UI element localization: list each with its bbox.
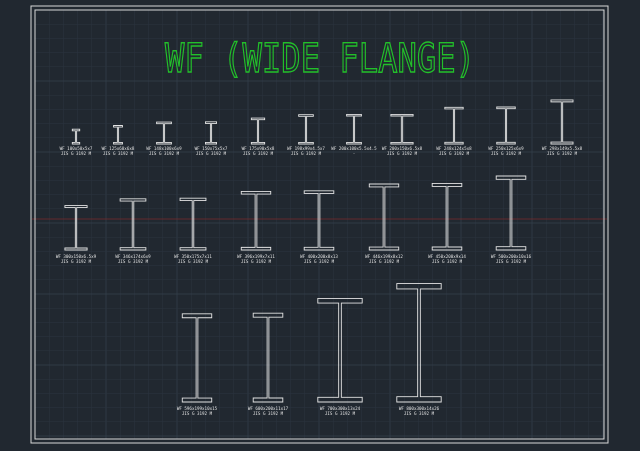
standard-label: JIS G 3192 M bbox=[432, 259, 463, 264]
standard-label: JIS G 3192 M bbox=[61, 259, 92, 264]
standard-label: JIS G 3192 M bbox=[196, 151, 227, 156]
standard-label: JIS G 3192 M bbox=[149, 151, 180, 156]
section-label: WF 700x300x13x24 bbox=[320, 406, 361, 411]
standard-label: JIS G 3192 M bbox=[491, 151, 522, 156]
i-beam-profile bbox=[64, 205, 88, 251]
inner-frame bbox=[34, 9, 605, 440]
i-beam-profile bbox=[303, 190, 335, 251]
standard-label: JIS G 3192 M bbox=[404, 411, 435, 416]
i-beam-profile bbox=[431, 182, 463, 251]
standard-label: JIS G 3192 M bbox=[61, 151, 92, 156]
i-beam-profile bbox=[71, 128, 81, 145]
section-label: WF 450x200x9x14 bbox=[428, 254, 466, 259]
section-label: WF 148x100x6x9 bbox=[146, 146, 182, 151]
section-label: WF 350x175x7x11 bbox=[174, 254, 212, 259]
standard-label: JIS G 3192 M bbox=[178, 259, 209, 264]
i-beam-profile bbox=[396, 283, 442, 403]
section-label: WF 248x124x5x8 bbox=[436, 146, 472, 151]
standard-label: JIS G 3192 M bbox=[241, 259, 272, 264]
section-label: WF 250x125x6x9 bbox=[488, 146, 524, 151]
standard-label: JIS G 3192 M bbox=[496, 259, 527, 264]
section-label: WF 198x99x4.5x7 bbox=[287, 146, 325, 151]
i-beam-profile bbox=[298, 114, 314, 145]
standard-label: JIS G 3192 M bbox=[118, 259, 149, 264]
i-beam-profile bbox=[113, 125, 123, 145]
background-grid bbox=[34, 9, 604, 439]
wf-section[interactable]: WF 200x100x5.5x4.5- bbox=[331, 113, 377, 156]
i-beam-profile bbox=[240, 190, 272, 251]
section-label: WF 600x200x11x17 bbox=[248, 406, 289, 411]
standard-label: JIS G 3192 M bbox=[369, 259, 400, 264]
i-beam-profile bbox=[252, 312, 284, 403]
section-label: WF 150x75x5x7 bbox=[195, 146, 228, 151]
section-label: WF 446x199x8x12 bbox=[365, 254, 403, 259]
section-label: WF 800x300x14x26 bbox=[399, 406, 440, 411]
i-beam-profile bbox=[390, 113, 414, 145]
section-label: WF 100x50x5x7 bbox=[60, 146, 93, 151]
i-beam-profile bbox=[550, 99, 574, 145]
i-beam-profile bbox=[205, 121, 217, 145]
standard-label: JIS G 3192 M bbox=[547, 151, 578, 156]
i-beam-profile bbox=[156, 121, 172, 145]
standard-label: JIS G 3192 M bbox=[304, 259, 335, 264]
i-beam-profile bbox=[495, 175, 527, 251]
i-beam-profile bbox=[119, 198, 147, 251]
outer-frame bbox=[30, 5, 609, 444]
standard-label: JIS G 3192 M bbox=[253, 411, 284, 416]
section-label: WF 200x100x5.5x4.5 bbox=[331, 146, 377, 151]
standard-label: JIS G 3192 M bbox=[182, 411, 213, 416]
i-beam-profile bbox=[181, 313, 213, 403]
i-beam-profile bbox=[317, 297, 363, 403]
i-beam-profile bbox=[368, 183, 400, 251]
i-beam-profile bbox=[250, 117, 266, 145]
section-label: WF 298x149x5.5x8 bbox=[542, 146, 583, 151]
i-beam-profile bbox=[444, 106, 464, 145]
standard-label: JIS G 3192 M bbox=[291, 151, 322, 156]
standard-label: JIS G 3192 M bbox=[439, 151, 470, 156]
standard-label: JIS G 3192 M bbox=[387, 151, 418, 156]
i-beam-profile bbox=[179, 197, 207, 251]
standard-label: JIS G 3192 M bbox=[243, 151, 274, 156]
standard-label: - bbox=[353, 151, 356, 156]
section-label: WF 175x90x5x8 bbox=[242, 146, 275, 151]
standard-label: JIS G 3192 M bbox=[325, 411, 356, 416]
section-label: WF 125x60x6x8 bbox=[102, 146, 135, 151]
i-beam-profile bbox=[496, 106, 516, 145]
section-label: WF 200x150x6.5x8 bbox=[382, 146, 423, 151]
section-label: WF 300x150x6.5x9 bbox=[56, 254, 97, 259]
drawing-title: WF (WIDE FLANGE) bbox=[165, 36, 475, 82]
section-label: WF 346x174x6x9 bbox=[115, 254, 151, 259]
section-label: WF 596x199x10x15 bbox=[177, 406, 218, 411]
standard-label: JIS G 3192 M bbox=[103, 151, 134, 156]
section-label: WF 400x200x8x13 bbox=[300, 254, 338, 259]
section-label: WF 500x200x10x16 bbox=[491, 254, 532, 259]
i-beam-profile bbox=[346, 113, 362, 145]
section-label: WF 396x199x7x11 bbox=[237, 254, 275, 259]
